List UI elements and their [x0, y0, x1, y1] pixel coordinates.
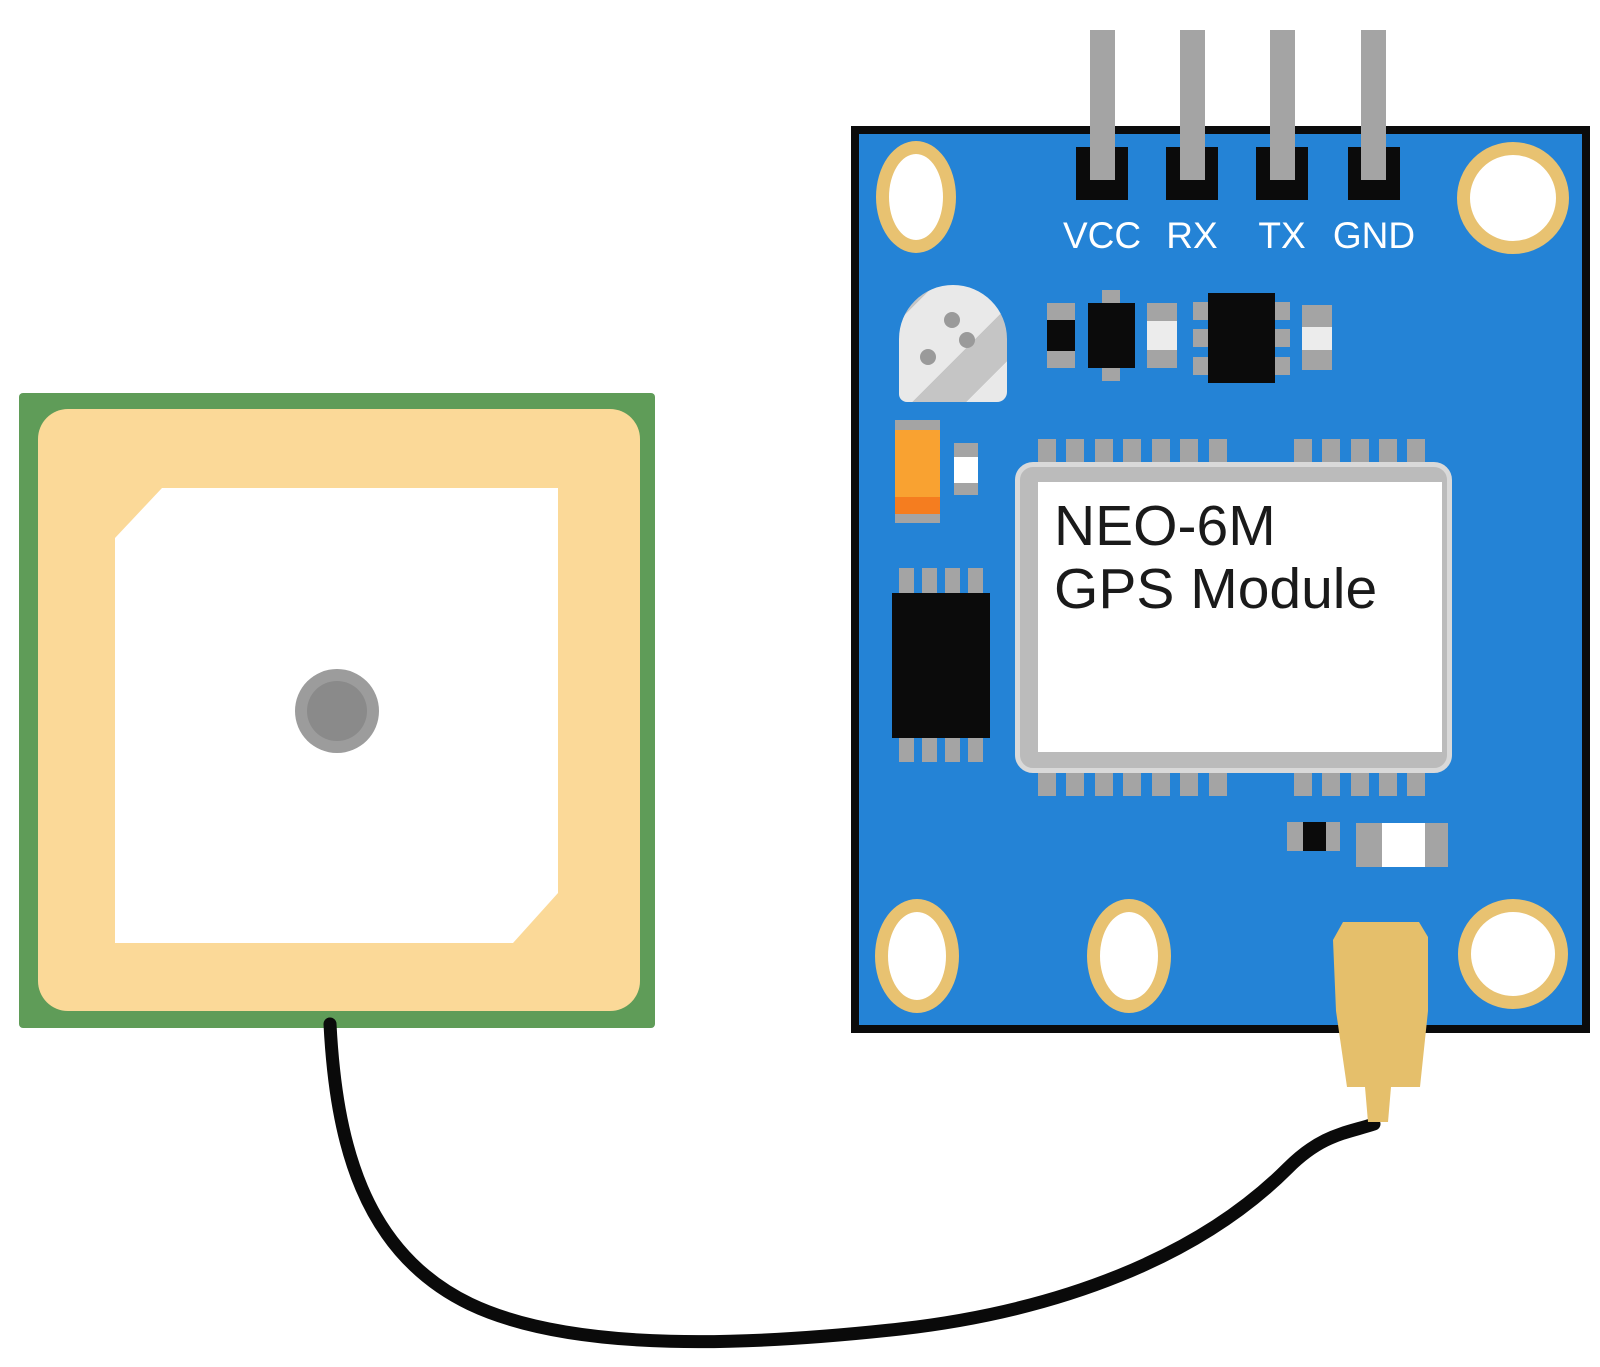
- mounting-hole-top-left: [876, 141, 956, 253]
- chip-pin: [1180, 772, 1198, 796]
- smd-resistor: [1287, 822, 1340, 851]
- gps-module-board: VCC RX TX GND: [851, 126, 1590, 1033]
- chip-pin: [1379, 439, 1397, 463]
- backup-battery-icon: [899, 285, 1007, 402]
- chip-pin: [1322, 772, 1340, 796]
- chip-pin: [1066, 772, 1084, 796]
- battery-contact-dot: [959, 332, 975, 348]
- chip-pin: [1123, 772, 1141, 796]
- smd-diode: [1088, 303, 1135, 368]
- gps-patch-antenna: [19, 393, 655, 1028]
- chip-pin: [1038, 439, 1056, 463]
- gnd-pin-label: GND: [1332, 215, 1416, 256]
- chip-pin: [1294, 439, 1312, 463]
- chip-pin: [1379, 772, 1397, 796]
- regulator-lead: [1193, 357, 1208, 375]
- chip-pin: [1407, 772, 1425, 796]
- orange-capacitor: [895, 420, 940, 523]
- chip-pin: [1209, 439, 1227, 463]
- antenna-connector: [1333, 922, 1428, 1122]
- chip-pin: [1123, 439, 1141, 463]
- chip-pin: [1351, 772, 1369, 796]
- eeprom-lead: [922, 568, 937, 595]
- chip-pin: [1294, 772, 1312, 796]
- chip-pin: [1351, 439, 1369, 463]
- chip-pin: [1209, 772, 1227, 796]
- eeprom-lead: [922, 736, 937, 762]
- smd-diode-lead: [1102, 290, 1120, 304]
- smd-diode-lead: [1102, 368, 1120, 381]
- chip-pin: [1322, 439, 1340, 463]
- eeprom-chip: [892, 593, 990, 738]
- antenna-feed-pin: [307, 681, 367, 741]
- smd-capacitor: [954, 443, 978, 495]
- regulator-lead: [1275, 329, 1290, 347]
- voltage-regulator-ic: [1208, 293, 1275, 383]
- neo6m-chip-label-area: NEO-6M GPS Module: [1038, 482, 1442, 752]
- battery-contact-dot: [944, 312, 960, 328]
- tx-header-pin: [1270, 30, 1295, 180]
- smd-capacitor: [1356, 823, 1448, 867]
- chip-pin: [1038, 772, 1056, 796]
- regulator-lead: [1275, 302, 1290, 320]
- chip-label-line2: GPS Module: [1054, 557, 1378, 621]
- eeprom-lead: [968, 568, 983, 595]
- regulator-lead: [1275, 357, 1290, 375]
- chip-pin: [1180, 439, 1198, 463]
- regulator-lead: [1193, 329, 1208, 347]
- chip-pin: [1152, 439, 1170, 463]
- eeprom-lead: [899, 568, 914, 595]
- tx-pin-label: TX: [1258, 215, 1306, 256]
- chip-pin: [1152, 772, 1170, 796]
- chip-label-line1: NEO-6M: [1054, 494, 1276, 558]
- chip-pin: [1095, 772, 1113, 796]
- eeprom-lead: [899, 736, 914, 762]
- smd-capacitor: [1147, 303, 1177, 368]
- chip-pin: [1066, 439, 1084, 463]
- chip-pin: [1407, 439, 1425, 463]
- antenna-feed-point: [295, 669, 379, 753]
- eeprom-lead: [945, 568, 960, 595]
- eeprom-lead: [968, 736, 983, 762]
- rx-header-pin: [1180, 30, 1205, 180]
- eeprom-lead: [945, 736, 960, 762]
- gnd-header-pin: [1361, 30, 1386, 180]
- vcc-header-pin: [1090, 30, 1115, 180]
- vcc-pin-label: VCC: [1062, 215, 1142, 256]
- neo6m-chip: NEO-6M GPS Module: [1015, 462, 1452, 773]
- rx-pin-label: RX: [1166, 215, 1218, 256]
- chip-pin: [1095, 439, 1113, 463]
- smd-resistor: [1047, 303, 1075, 368]
- battery-contact-dot: [920, 349, 936, 365]
- mounting-hole-top-right: [1457, 142, 1569, 254]
- smd-capacitor: [1302, 305, 1332, 370]
- antenna-cable: [323, 1017, 1381, 1349]
- regulator-lead: [1193, 302, 1208, 320]
